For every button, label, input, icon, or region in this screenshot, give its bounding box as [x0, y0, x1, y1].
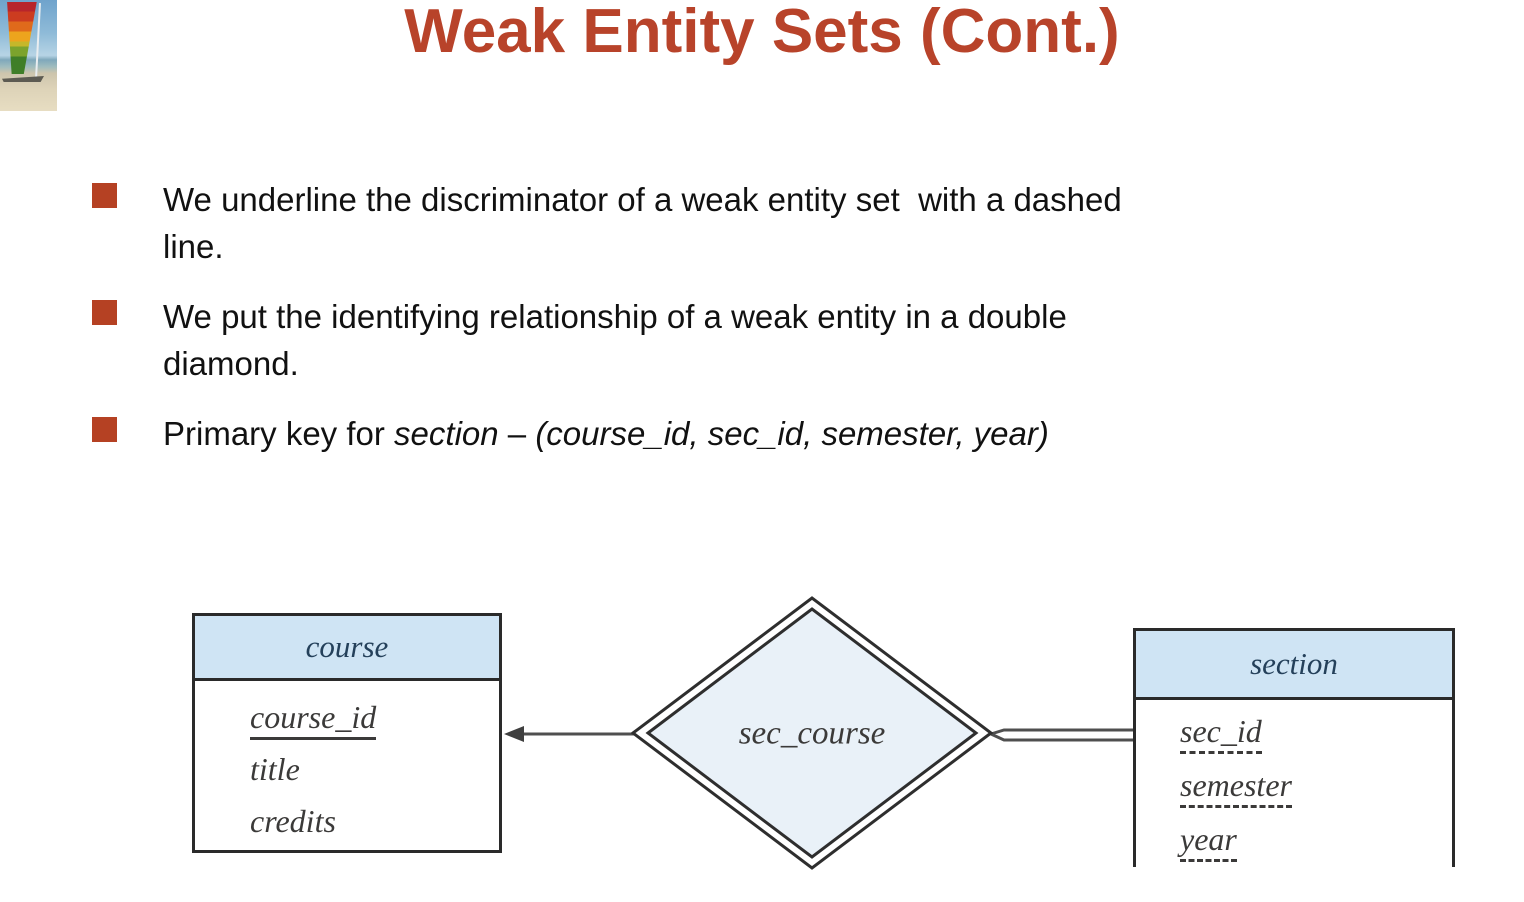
bullet-list: We underline the discriminator of a weak…	[92, 176, 1452, 480]
bullet-marker-icon	[92, 300, 117, 325]
text-segment: Primary key for	[163, 415, 395, 452]
bullet-line: We underline the discriminator of a weak…	[163, 181, 1122, 218]
page-title: Weak Entity Sets (Cont.)	[404, 0, 1120, 66]
attribute-label: semester	[1180, 767, 1292, 808]
bullet-item-double-diamond: We put the identifying relationship of a…	[92, 293, 1452, 387]
bullet-line: diamond.	[163, 345, 299, 382]
double-line-top	[990, 728, 1136, 736]
bullet-text: We put the identifying relationship of a…	[163, 293, 1067, 387]
attribute-row: credits	[250, 795, 499, 847]
bullet-text: Primary key for section – (course_id, se…	[163, 410, 1049, 457]
bullet-line: Primary key for section – (course_id, se…	[163, 410, 1049, 457]
text-segment-italic: section	[394, 415, 499, 452]
attribute-row: year	[1180, 812, 1452, 866]
attribute-label: credits	[250, 803, 336, 839]
attribute-label: title	[250, 751, 300, 787]
inner-diamond	[645, 607, 979, 859]
attribute-row: semester	[1180, 758, 1452, 812]
attribute-list: sec_id semester year	[1136, 700, 1452, 866]
entity-name: section	[1250, 646, 1338, 681]
attribute-row: sec_id	[1180, 704, 1452, 758]
entity-box-course: course course_id title credits	[192, 613, 502, 853]
bullet-text: We underline the discriminator of a weak…	[163, 176, 1122, 270]
entity-header: section	[1136, 631, 1452, 700]
bullet-line: line.	[163, 228, 224, 265]
double-line-bottom	[990, 732, 1136, 742]
boat-hull	[2, 76, 44, 82]
attribute-label: course_id	[250, 699, 377, 740]
text-segment: –	[498, 415, 536, 452]
entity-header: course	[195, 616, 499, 681]
arrowhead-icon	[504, 726, 524, 742]
entity-name: course	[305, 629, 389, 664]
attribute-label: year	[1180, 821, 1237, 862]
relationship-label: sec_course	[738, 715, 886, 752]
attribute-list: course_id title credits	[195, 681, 499, 847]
bullet-marker-icon	[92, 417, 117, 442]
bullet-item-discriminator: We underline the discriminator of a weak…	[92, 176, 1452, 270]
bullet-line: We put the identifying relationship of a…	[163, 298, 1067, 335]
attribute-row: title	[250, 743, 499, 795]
text-segment-italic: (course_id, sec_id, semester, year)	[535, 415, 1049, 452]
entity-box-section: section sec_id semester year	[1133, 628, 1455, 867]
bullet-item-primary-key: Primary key for section – (course_id, se…	[92, 410, 1452, 457]
bullet-marker-icon	[92, 183, 117, 208]
attribute-row: course_id	[250, 691, 499, 743]
attribute-label: sec_id	[1180, 713, 1262, 754]
textbook-cover-image	[0, 0, 57, 111]
